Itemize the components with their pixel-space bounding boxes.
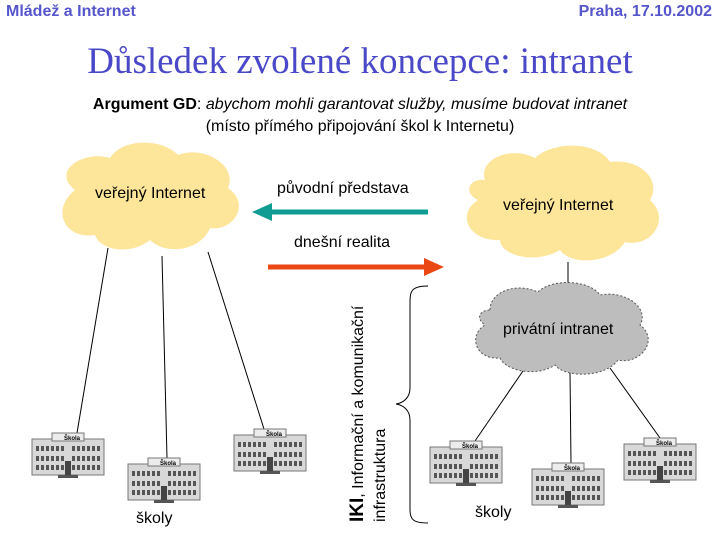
- argument-label: Argument GD: [92, 96, 197, 113]
- header-left: Mládež a Internet: [6, 3, 136, 20]
- building-sign: Škola: [160, 459, 177, 467]
- schools-left-label: školy: [136, 510, 173, 527]
- argument-colon: :: [196, 96, 202, 113]
- line-right-3: [609, 367, 661, 439]
- bracket: [395, 285, 429, 524]
- building-sign: Škola: [656, 439, 673, 447]
- iki-line2: infrastruktura: [372, 428, 389, 522]
- left-cloud-label: veřejný Internet: [95, 185, 206, 202]
- arrow-original: [252, 203, 428, 221]
- argument-text: Argument GD: abychom mohli garantovat sl…: [0, 94, 720, 138]
- line-left-3: [207, 251, 265, 430]
- line-left-2: [161, 255, 168, 459]
- argument-line2: (místo přímého připojování škol k Intern…: [205, 118, 515, 135]
- right-cloud-label: veřejný Internet: [503, 197, 614, 214]
- line-right-1: [474, 367, 526, 442]
- cloud-intranet: [475, 282, 649, 375]
- slide-title: Důsledek zvolené koncepce: intranet: [87, 41, 633, 82]
- building-sign: Škola: [266, 430, 283, 438]
- intranet-cloud-label: privátní intranet: [503, 321, 614, 338]
- building-sign: Škola: [64, 434, 81, 442]
- schools-right-label: školy: [475, 504, 512, 521]
- iki-abbr: IKI: [347, 497, 368, 522]
- connection-lines: [76, 247, 661, 464]
- arrow-today: [268, 258, 444, 276]
- iki-label: IKI, Informační a komunikační infrastruk…: [347, 272, 392, 522]
- building-sign: Škola: [462, 442, 479, 450]
- cloud-left: [62, 142, 239, 250]
- argument-statement: abychom mohli garantovat služby, musíme …: [205, 96, 628, 113]
- arrow-today-label: dnešní realita: [294, 234, 391, 251]
- iki-text: , Informační a komunikační: [350, 305, 367, 498]
- header-right: Praha, 17.10.2002: [578, 3, 712, 20]
- line-right-2: [569, 371, 572, 464]
- arrow-original-label: původní představa: [277, 180, 409, 197]
- line-left-1: [76, 247, 109, 434]
- cloud-right: [466, 145, 660, 261]
- argument-line1: Argument GD: abychom mohli garantovat sl…: [0, 94, 720, 116]
- building-sign: Škola: [564, 464, 581, 472]
- iki-line1: IKI, Informační a komunikační: [347, 272, 370, 522]
